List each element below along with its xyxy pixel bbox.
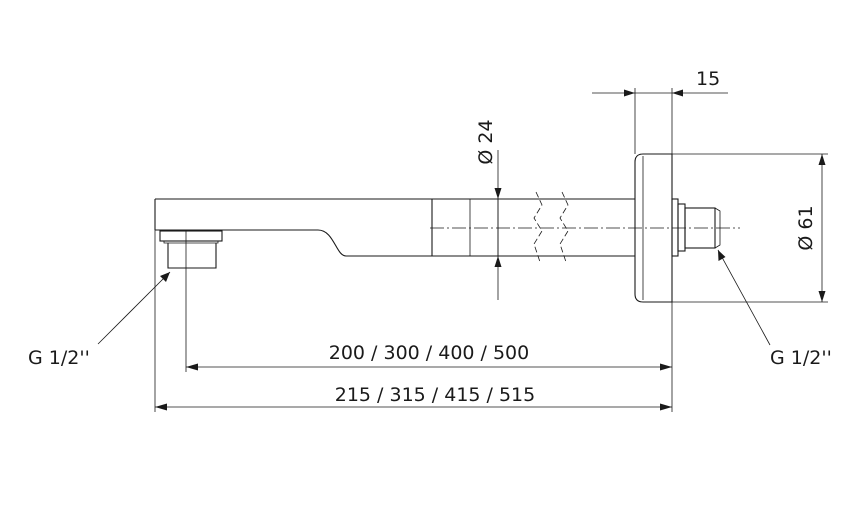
dim-flange-diameter: Ø 61 — [672, 153, 828, 303]
dim-length-inner: 200 / 300 / 400 / 500 — [185, 268, 673, 412]
leader-thread-right: G 1/2'' — [717, 249, 832, 369]
thread-left-label: G 1/2'' — [28, 347, 90, 369]
thread-right-label: G 1/2'' — [770, 347, 832, 369]
leader-thread-left: G 1/2'' — [28, 271, 171, 369]
length-total-label: 215 / 315 / 415 / 515 — [335, 384, 536, 406]
outlet-nut — [159, 230, 223, 269]
flange-diameter-label: Ø 61 — [795, 205, 817, 250]
dim-length-total: 215 / 315 / 415 / 515 — [154, 230, 672, 412]
length-inner-label: 200 / 300 / 400 / 500 — [329, 342, 530, 364]
spout-body — [154, 198, 433, 257]
inlet-fitting — [671, 198, 721, 257]
dim-pipe-diameter: Ø 24 — [475, 119, 502, 300]
pipe — [432, 191, 635, 263]
flange-thickness-label: 15 — [696, 68, 720, 90]
dim-flange-thickness: 15 — [592, 68, 728, 154]
pipe-diameter-label: Ø 24 — [475, 119, 497, 164]
